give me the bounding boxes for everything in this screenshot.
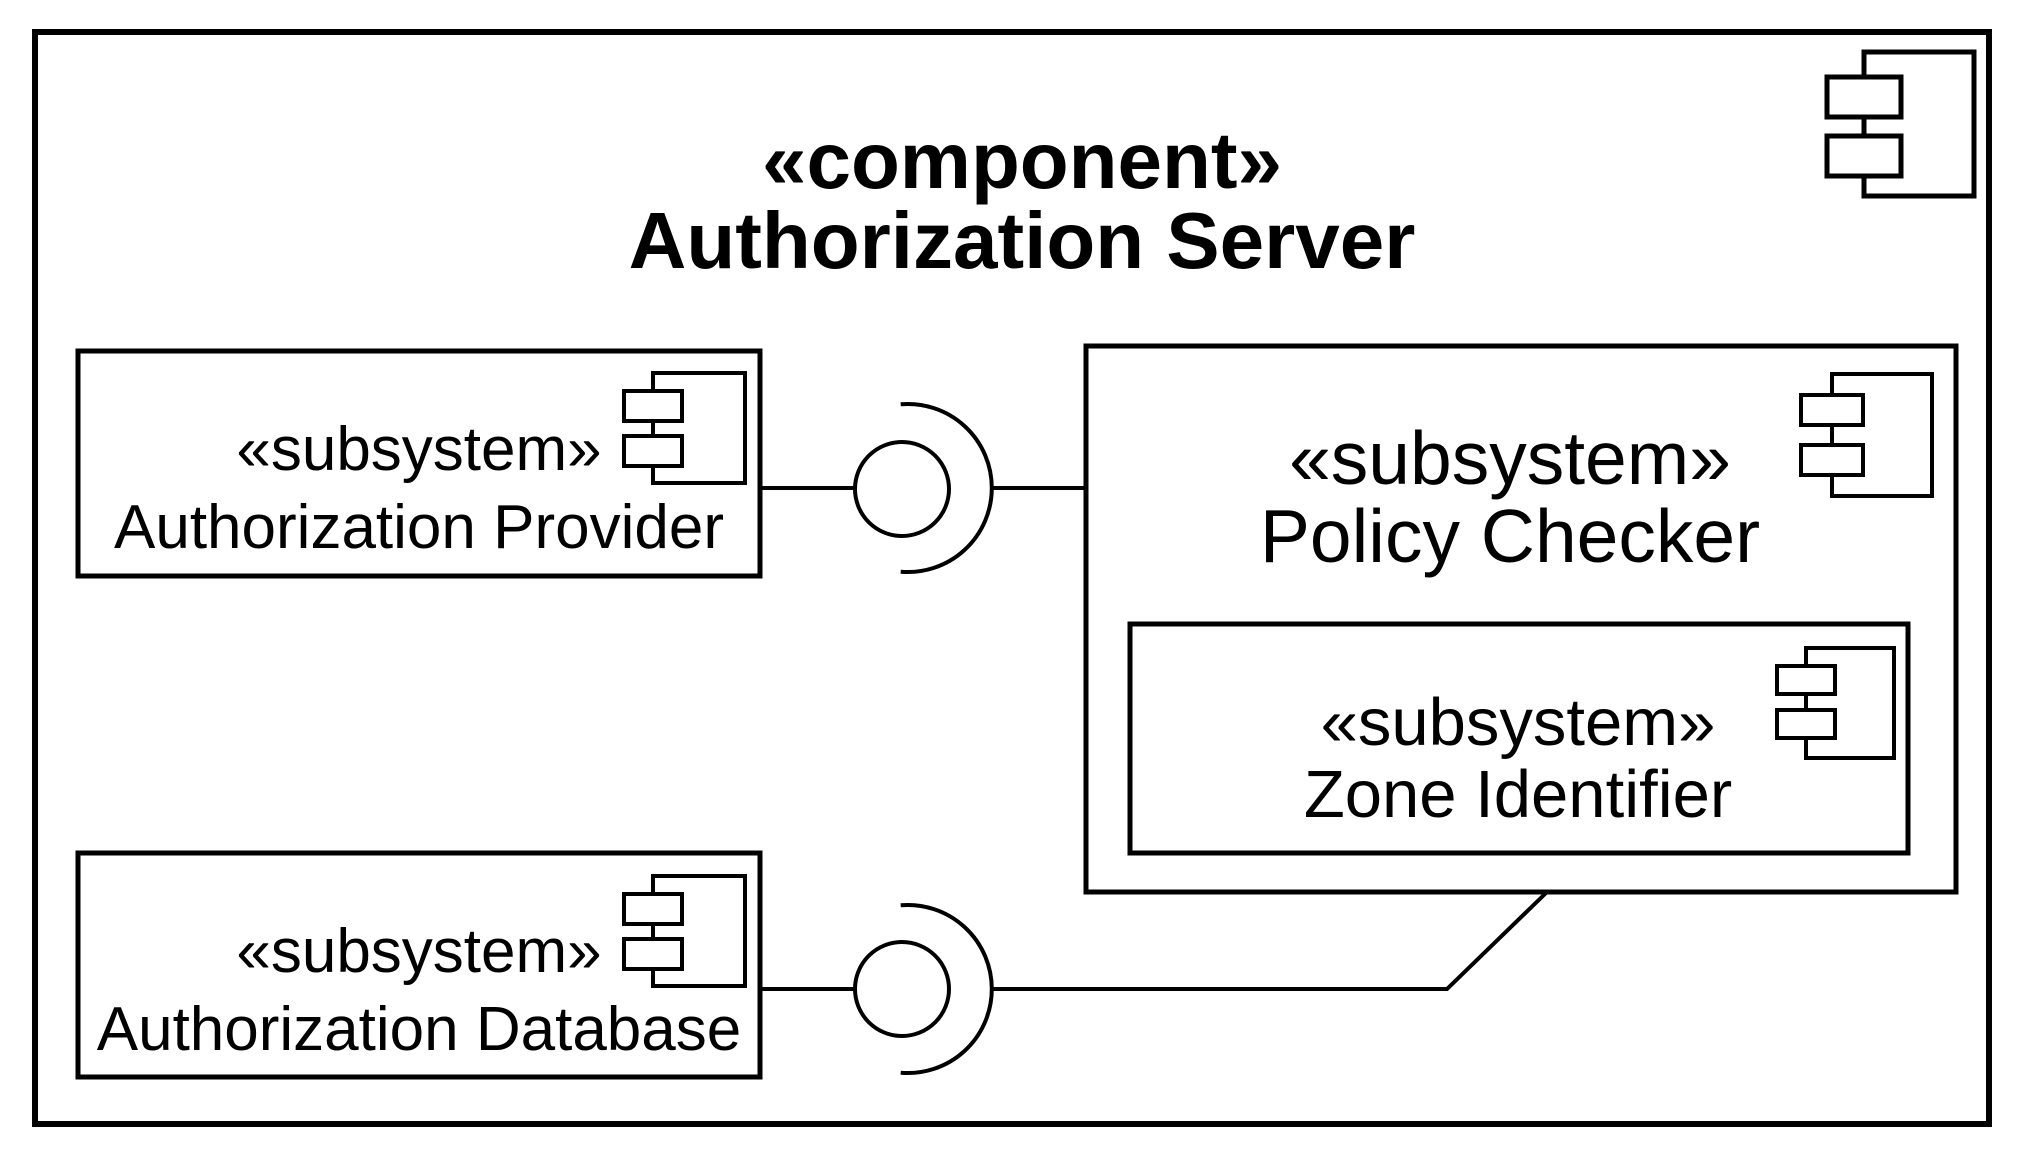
zone-identifier-stereotype: «subsystem» <box>1321 685 1716 760</box>
policy-checker-subsystem: «subsystem» Policy Checker «subsystem» Z… <box>1083 343 1959 895</box>
connector-database-policy <box>760 890 1549 1075</box>
connector-provider-policy <box>760 402 1086 574</box>
zone-identifier-subsystem: «subsystem» Zone Identifier <box>1127 621 1911 856</box>
authorization-provider-stereotype: «subsystem» <box>236 415 601 484</box>
component-icon-tab <box>1824 74 1904 120</box>
authorization-database-name: Authorization Database <box>97 995 742 1064</box>
component-icon-tab <box>622 937 684 971</box>
component-name: Authorization Server <box>629 196 1416 285</box>
component-icon-tab <box>1824 133 1904 179</box>
connector-line-with-elbow <box>992 890 1549 991</box>
component-icon <box>1775 646 1896 760</box>
component-icon-tab <box>622 434 684 468</box>
socket-interface-icon <box>900 903 994 1075</box>
component-stereotype: «component» <box>762 116 1282 205</box>
component-icon-body <box>1830 372 1934 498</box>
component-icon <box>1799 372 1934 498</box>
component-icon <box>622 874 747 988</box>
component-icon <box>1824 49 1977 199</box>
authorization-provider-name: Authorization Provider <box>114 493 724 562</box>
component-icon-tab <box>1775 708 1837 740</box>
socket-interface-icon <box>900 402 994 574</box>
ball-interface-icon <box>853 940 951 1038</box>
component-icon-tab <box>1799 393 1865 427</box>
component-icon-tab <box>622 892 684 926</box>
component-icon-tab <box>1775 664 1837 696</box>
authorization-provider-subsystem: «subsystem» Authorization Provider <box>75 348 763 579</box>
ball-interface-icon <box>853 440 951 538</box>
authorization-database-subsystem: «subsystem» Authorization Database <box>75 850 763 1080</box>
component-icon-tab <box>622 389 684 423</box>
authorization-database-stereotype: «subsystem» <box>236 917 601 986</box>
component-icon-tab <box>1799 443 1865 477</box>
zone-identifier-name: Zone Identifier <box>1304 757 1732 832</box>
policy-checker-name: Policy Checker <box>1260 494 1760 578</box>
component-icon <box>622 371 747 485</box>
policy-checker-stereotype: «subsystem» <box>1289 416 1731 500</box>
